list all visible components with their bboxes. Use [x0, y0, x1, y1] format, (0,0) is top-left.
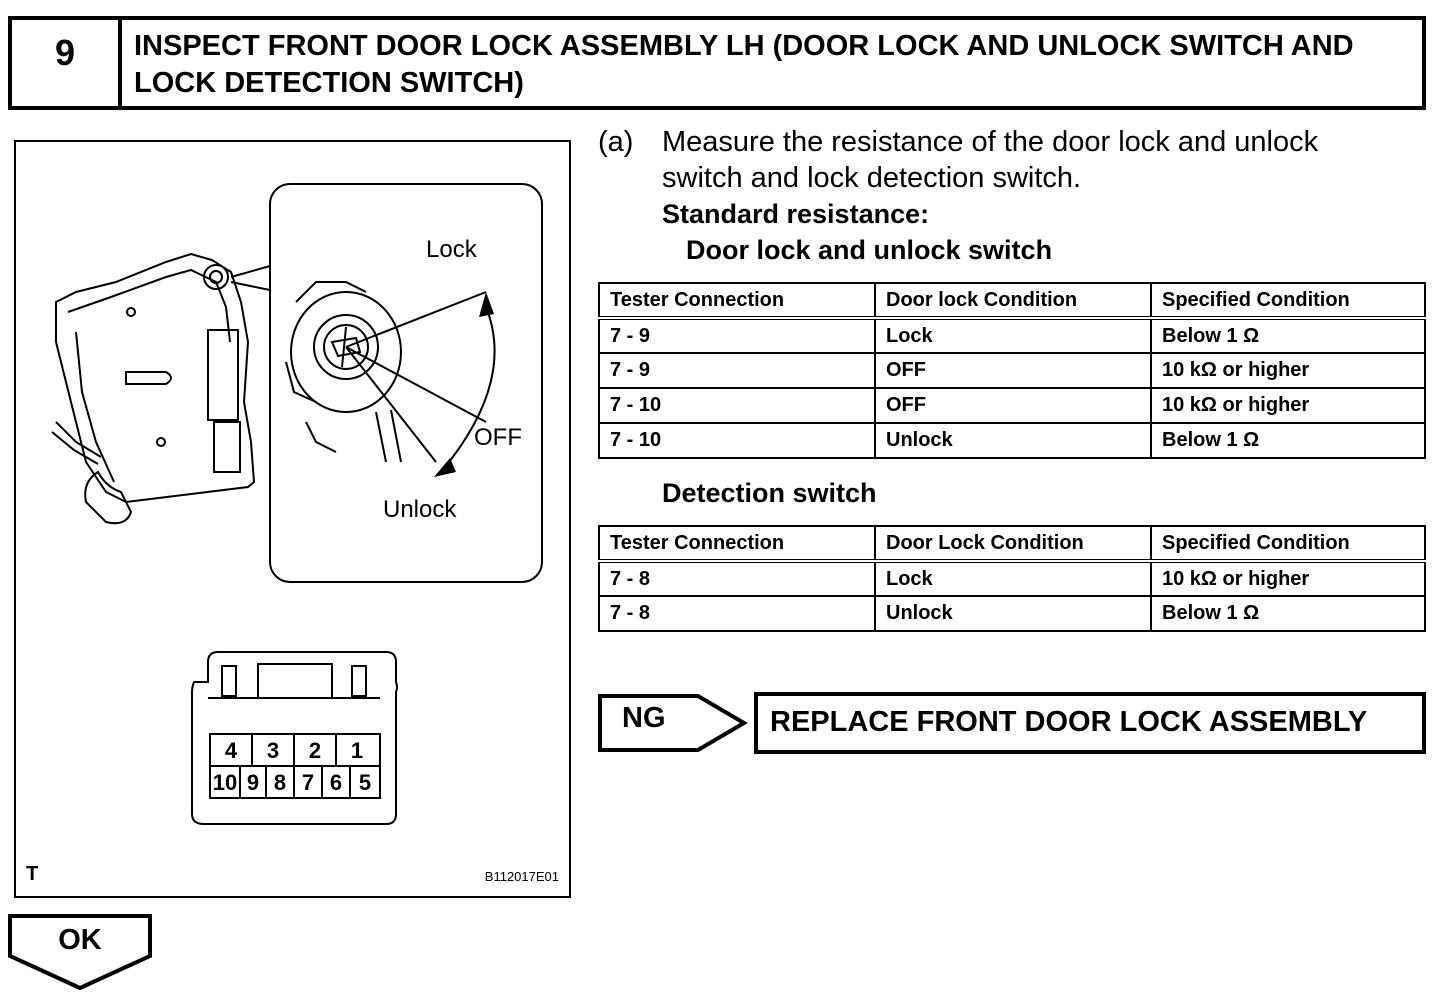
table-cell: 10 kΩ or higher	[1150, 387, 1426, 424]
unlock-label: Unlock	[383, 496, 457, 523]
step-title: INSPECT FRONT DOOR LOCK ASSEMBLY LH (DOO…	[122, 20, 1422, 106]
table-row: 7 - 9 Lock Below 1 Ω	[598, 317, 1426, 354]
table-header-row: Tester Connection Door Lock Condition Sp…	[598, 525, 1426, 563]
table-cell: Lock	[874, 560, 1152, 597]
table-cell: 10 kΩ or higher	[1150, 560, 1426, 597]
ng-label: NG	[622, 702, 666, 734]
connector-outline	[191, 651, 398, 825]
door-lock-drawing: Lock OFF Unlock 4 3 2 1 10 9	[51, 183, 543, 825]
table-cell: 7 - 9	[598, 352, 876, 389]
rotation-arc	[440, 306, 496, 473]
table-cell: Unlock	[874, 422, 1152, 459]
table-header-cell: Tester Connection	[598, 525, 876, 563]
table-row: 7 - 10 OFF 10 kΩ or higher	[598, 387, 1426, 424]
door-lock-switch-table: Tester Connection Door lock Condition Sp…	[598, 282, 1426, 459]
step-title-line2: LOCK DETECTION SWITCH)	[134, 67, 524, 99]
pin-9: 9	[247, 770, 259, 795]
door-lock-illustration: Lock OFF Unlock 4 3 2 1 10 9	[14, 140, 571, 898]
table-cell: Below 1 Ω	[1150, 595, 1426, 632]
table-cell: 7 - 9	[598, 317, 876, 354]
lock-assembly-outline	[55, 252, 256, 504]
pin-10: 10	[213, 770, 237, 795]
table-cell: OFF	[874, 352, 1152, 389]
instruction-text: Measure the resistance of the door lock …	[662, 124, 1318, 196]
table-cell: 7 - 8	[598, 560, 876, 597]
pin-7: 7	[302, 770, 314, 795]
instruction-line2: switch and lock detection switch.	[662, 162, 1082, 194]
table-cell: Below 1 Ω	[1150, 317, 1426, 354]
step-title-line1: INSPECT FRONT DOOR LOCK ASSEMBLY LH (DOO…	[134, 30, 1354, 62]
pin-4: 4	[225, 738, 238, 763]
pin-3: 3	[267, 738, 279, 763]
detail-callout-box	[269, 183, 543, 583]
table-row: 7 - 8 Lock 10 kΩ or higher	[598, 560, 1426, 597]
table2-title: Detection switch	[662, 478, 877, 508]
off-position-line	[345, 346, 487, 423]
ok-arrow-icon	[8, 914, 152, 991]
standard-resistance-label: Standard resistance:	[662, 199, 930, 229]
ok-result: OK	[8, 914, 154, 992]
ng-action-box: REPLACE FRONT DOOR LOCK ASSEMBLY	[754, 692, 1426, 754]
lock-cylinder	[290, 291, 402, 413]
table-cell: Lock	[874, 317, 1152, 354]
pin-5: 5	[359, 770, 371, 795]
lock-label: Lock	[426, 236, 478, 263]
detection-switch-table: Tester Connection Door Lock Condition Sp…	[598, 525, 1426, 632]
table-cell: Unlock	[874, 595, 1152, 632]
table-row: 7 - 8 Unlock Below 1 Ω	[598, 595, 1426, 632]
table-header-cell: Specified Condition	[1150, 282, 1426, 320]
lock-arrowhead	[479, 292, 494, 317]
instruction-line1: Measure the resistance of the door lock …	[662, 126, 1319, 158]
table-cell: Below 1 Ω	[1150, 422, 1426, 459]
table-header-cell: Tester Connection	[598, 282, 876, 320]
table-header-cell: Door Lock Condition	[874, 525, 1152, 563]
table-cell: 10 kΩ or higher	[1150, 352, 1426, 389]
ng-arrow-icon	[598, 694, 748, 752]
table1-title: Door lock and unlock switch	[686, 235, 1053, 265]
unlock-position-line	[345, 346, 437, 463]
pin-2: 2	[309, 738, 321, 763]
table-cell: OFF	[874, 387, 1152, 424]
step-number: 9	[12, 20, 122, 106]
table-row: 7 - 9 OFF 10 kΩ or higher	[598, 352, 1426, 389]
instruction-paragraph: (a) Measure the resistance of the door l…	[598, 124, 1426, 196]
table-cell: 7 - 10	[598, 422, 876, 459]
figure-corner-tag: T	[26, 863, 39, 885]
table-header-row: Tester Connection Door lock Condition Sp…	[598, 282, 1426, 320]
table-row: 7 - 10 Unlock Below 1 Ω	[598, 422, 1426, 459]
table-cell: 7 - 8	[598, 595, 876, 632]
table-cell: 7 - 10	[598, 387, 876, 424]
pin-1: 1	[351, 738, 363, 763]
pin-6: 6	[330, 770, 342, 795]
lock-position-line	[345, 291, 487, 348]
pin-8: 8	[274, 770, 286, 795]
table-header-cell: Door lock Condition	[874, 282, 1152, 320]
inspection-content: (a) Measure the resistance of the door l…	[598, 124, 1426, 632]
figure-id: B112017E01	[484, 869, 559, 884]
off-label: OFF	[474, 424, 522, 451]
table-header-cell: Specified Condition	[1150, 525, 1426, 563]
ng-result-row: NG REPLACE FRONT DOOR LOCK ASSEMBLY	[598, 692, 1428, 754]
instruction-label: (a)	[598, 126, 634, 158]
step-header: 9 INSPECT FRONT DOOR LOCK ASSEMBLY LH (D…	[8, 16, 1426, 110]
unlock-arrowhead	[434, 458, 456, 477]
ok-label: OK	[58, 924, 102, 956]
